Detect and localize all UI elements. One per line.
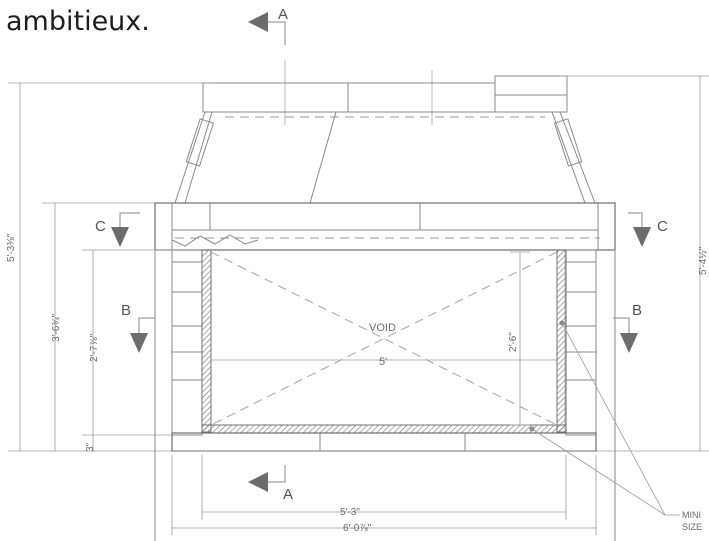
chimney-top-blocks xyxy=(202,75,568,118)
page-heading: ambitieux. xyxy=(6,6,150,37)
dim-opening-outer-height: 3'-6¾" xyxy=(51,313,62,342)
dim-inner-height: 2'-6" xyxy=(508,332,519,352)
section-label-c-right: C xyxy=(657,218,668,235)
center-lines xyxy=(284,60,566,430)
dim-opening-height: 2'-7⅞" xyxy=(89,333,100,362)
side-pilasters xyxy=(171,249,597,436)
section-marker-c-left: C xyxy=(95,212,140,247)
section-marker-b-right: B xyxy=(613,302,642,353)
hearth-base xyxy=(154,250,616,541)
void-label: VOID xyxy=(369,322,396,334)
section-label-b-left: B xyxy=(121,302,131,319)
callout-label-2: SIZE xyxy=(682,522,702,532)
section-marker-b-left: B xyxy=(121,302,155,353)
dim-width-outer: 5'-3" xyxy=(340,507,360,518)
dim-overall-height-right: 5'-4½" xyxy=(698,246,709,275)
section-marker-a-top: A xyxy=(248,6,288,45)
section-label-a-bottom: A xyxy=(283,486,293,503)
section-label-c-left: C xyxy=(95,218,106,235)
text-labels: VOID 5' 5'-3" 6'-0⅞" MINI SIZE 5'-3⅜" 5'… xyxy=(6,233,709,534)
dim-base-height: 3" xyxy=(85,442,96,452)
smoke-chamber xyxy=(174,111,596,204)
void-cross xyxy=(210,251,558,426)
callout-label-1: MINI xyxy=(682,510,701,520)
section-marker-c-right: C xyxy=(628,212,668,247)
section-marker-a-bottom: A xyxy=(248,465,293,503)
lintel xyxy=(154,202,616,251)
callout-leaders xyxy=(529,320,680,516)
section-label-a-top: A xyxy=(278,6,288,23)
dim-overall-height-left: 5'-3⅜" xyxy=(6,233,17,262)
dim-inner-width: 5' xyxy=(379,356,387,368)
dim-width-overall: 6'-0⅞" xyxy=(343,523,372,534)
dimension-lines xyxy=(8,75,709,535)
section-label-b-right: B xyxy=(632,302,642,319)
